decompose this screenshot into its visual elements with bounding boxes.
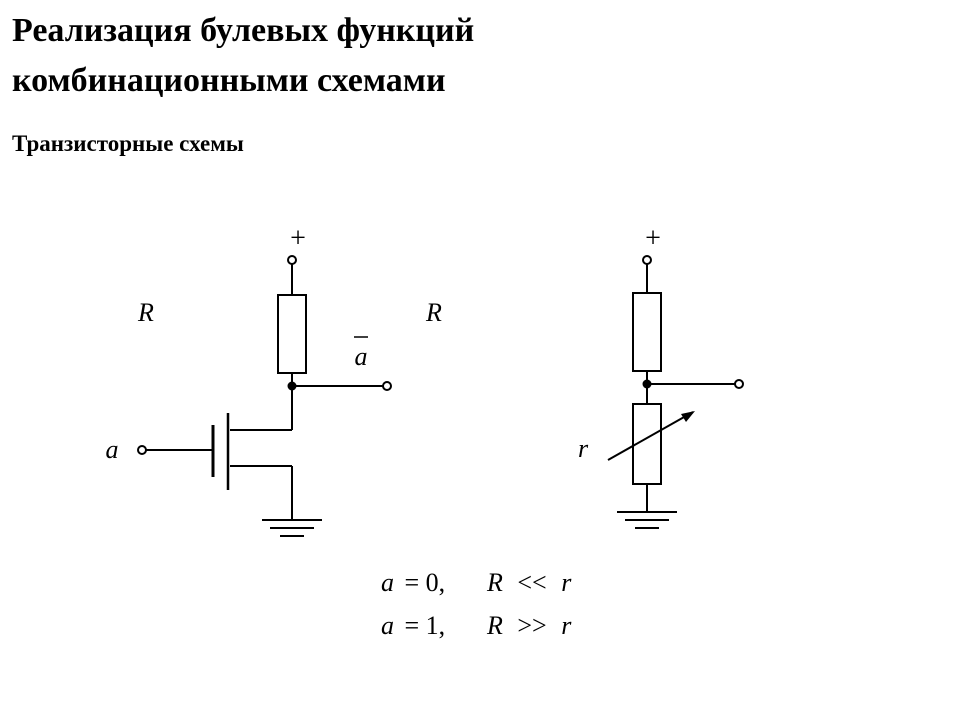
slide-title: Реализация булевых функций комбинационны… — [12, 6, 474, 106]
condition-1-var: a — [381, 568, 394, 597]
condition-row-1: a = 0, R << r — [381, 568, 572, 597]
condition-row-2: a = 1, R >> r — [381, 611, 572, 640]
conditions: a = 0, R << r a = 1, R >> r — [381, 568, 572, 640]
condition-2-op: >> — [517, 611, 546, 640]
condition-1-value: = 0, — [405, 568, 446, 597]
condition-2-var: a — [381, 611, 394, 640]
right-resistor-label: R — [425, 298, 442, 327]
left-output-terminal — [382, 381, 392, 391]
title-line-1: Реализация булевых функций — [12, 12, 475, 49]
right-circuit: + R r — [425, 223, 744, 529]
title-line-2: комбинационными схемами — [12, 62, 446, 99]
left-resistor — [277, 294, 307, 374]
left-supply-terminal — [287, 255, 297, 265]
left-input-label: a — [106, 435, 119, 464]
left-supply-plus: + — [290, 223, 306, 254]
left-circuit: + a a R — [106, 223, 392, 537]
condition-1-lhs: R — [486, 568, 503, 597]
right-supply-plus: + — [645, 223, 661, 254]
variable-resistor-arrow — [607, 411, 694, 461]
right-output-terminal — [734, 379, 744, 389]
condition-1-rhs: r — [561, 568, 572, 597]
left-input-terminal — [137, 445, 147, 455]
slide-subtitle: Транзисторные схемы — [12, 131, 244, 156]
variable-resistor-label: r — [578, 434, 589, 463]
left-output-label: a — [355, 342, 368, 371]
condition-2-value: = 1, — [405, 611, 446, 640]
condition-2-lhs: R — [486, 611, 503, 640]
condition-2-rhs: r — [561, 611, 572, 640]
left-resistor-label: R — [137, 298, 154, 327]
variable-resistor-arrowhead — [681, 411, 695, 422]
right-supply-terminal — [642, 255, 652, 265]
condition-1-op: << — [517, 568, 546, 597]
right-resistor — [632, 292, 662, 372]
